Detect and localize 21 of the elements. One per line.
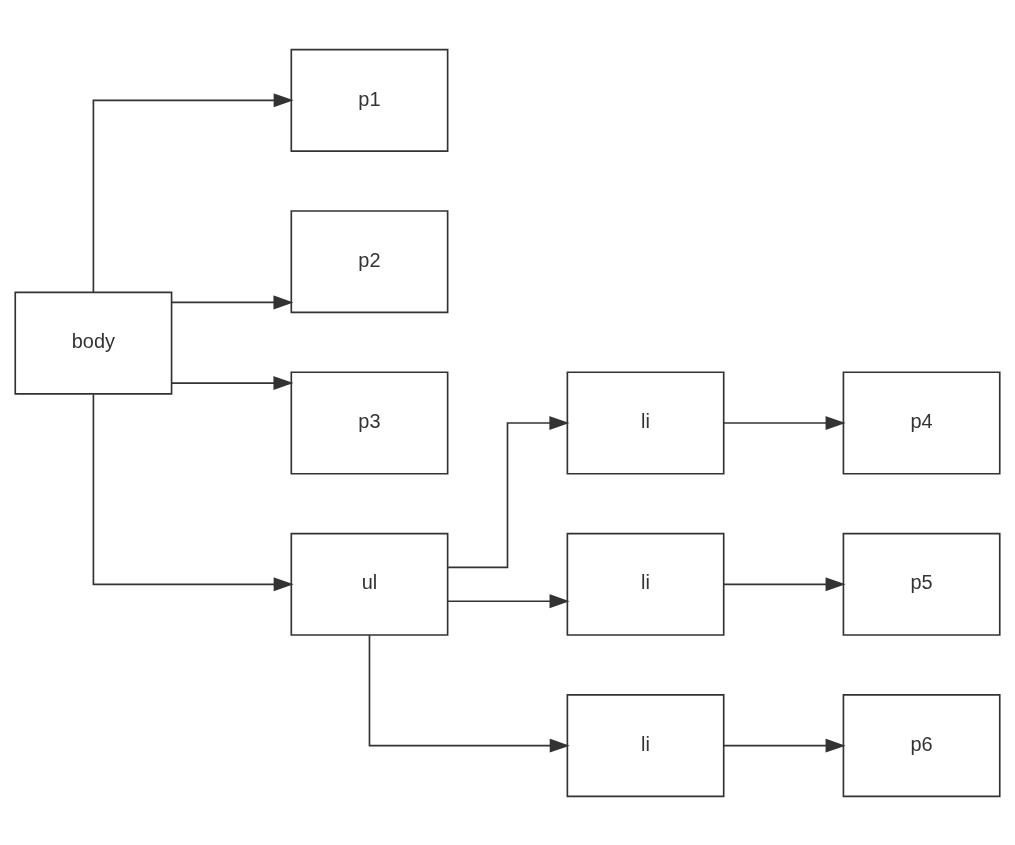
node-box: ul (290, 532, 449, 636)
arrow (723, 738, 846, 753)
node-box: p5 (842, 532, 1001, 636)
arrow (92, 92, 294, 293)
node-box: li (566, 532, 725, 636)
node-box: body (14, 291, 173, 395)
node-box: li (566, 693, 725, 797)
arrow (447, 415, 570, 568)
node-box: li (566, 370, 725, 475)
arrow (447, 593, 570, 608)
arrow (723, 576, 846, 591)
arrow (92, 393, 294, 591)
arrow (368, 634, 570, 753)
node-box: p2 (290, 209, 449, 313)
node-box: p3 (290, 370, 449, 475)
arrow (170, 294, 294, 309)
node-box: p1 (290, 48, 449, 152)
node-box: p4 (842, 370, 1001, 475)
arrow (170, 375, 294, 390)
arrow (723, 415, 846, 430)
node-box: p6 (842, 693, 1001, 797)
